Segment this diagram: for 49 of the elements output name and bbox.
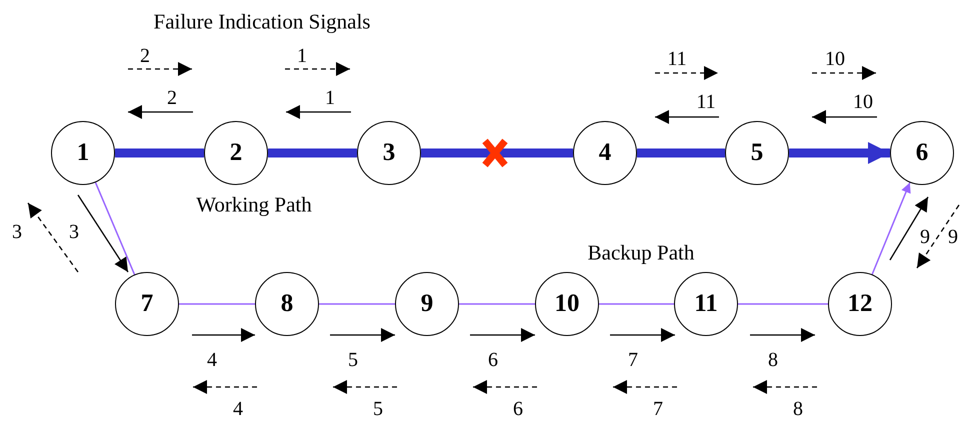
- working-path-link: [268, 148, 357, 158]
- node-circle: 8: [255, 272, 319, 336]
- working-path-link: [789, 142, 890, 164]
- signal-number: 3: [69, 222, 79, 242]
- backup-path-link: [738, 303, 828, 305]
- path-label: Backup Path: [588, 242, 694, 264]
- node-circle: 4: [573, 121, 637, 185]
- node-circle: 9: [395, 272, 459, 336]
- backup-path-link: [871, 182, 911, 275]
- signal-number: 10: [825, 49, 845, 69]
- node-circle: 2: [204, 121, 268, 185]
- node-circle: 11: [674, 272, 738, 336]
- signal-number: 7: [628, 350, 638, 370]
- working-path-link: [421, 148, 573, 158]
- path-label: Failure Indication Signals: [154, 12, 370, 32]
- node-circle: 7: [115, 272, 179, 336]
- signal-number: 6: [513, 399, 523, 419]
- path-label: Working Path: [196, 194, 312, 216]
- node-circle: 12: [828, 272, 892, 336]
- signal-number: 3: [12, 222, 22, 242]
- signal-number: 8: [768, 350, 778, 370]
- signal-number: 4: [207, 350, 217, 370]
- signal-number: 9: [948, 227, 958, 247]
- signal-number: 9: [920, 227, 930, 247]
- backup-path-link: [459, 303, 535, 305]
- signal-number: 7: [653, 399, 663, 419]
- signal-number: 8: [793, 399, 803, 419]
- node-circle: 5: [725, 121, 789, 185]
- signal-number: 2: [140, 46, 150, 66]
- node-circle: 6: [890, 121, 954, 185]
- signal-number: 11: [696, 92, 716, 112]
- backup-path-link: [319, 303, 395, 305]
- node-circle: 1: [51, 121, 115, 185]
- signal-number: 5: [373, 399, 383, 419]
- signal-number: 6: [488, 350, 498, 370]
- signal-number: 5: [348, 350, 358, 370]
- working-path-link: [637, 148, 725, 158]
- working-path-link: [115, 148, 204, 158]
- node-circle: 3: [357, 121, 421, 185]
- signal-number: 1: [325, 88, 335, 108]
- signal-number: 1: [297, 46, 307, 66]
- signal-number: 2: [167, 88, 177, 108]
- signal-number: 4: [233, 399, 243, 419]
- backup-path-link: [94, 182, 136, 275]
- node-circle: 10: [535, 272, 599, 336]
- backup-path-link: [179, 303, 255, 305]
- signal-number: 11: [667, 49, 687, 69]
- backup-path-link: [599, 303, 674, 305]
- signal-number: 10: [853, 92, 873, 112]
